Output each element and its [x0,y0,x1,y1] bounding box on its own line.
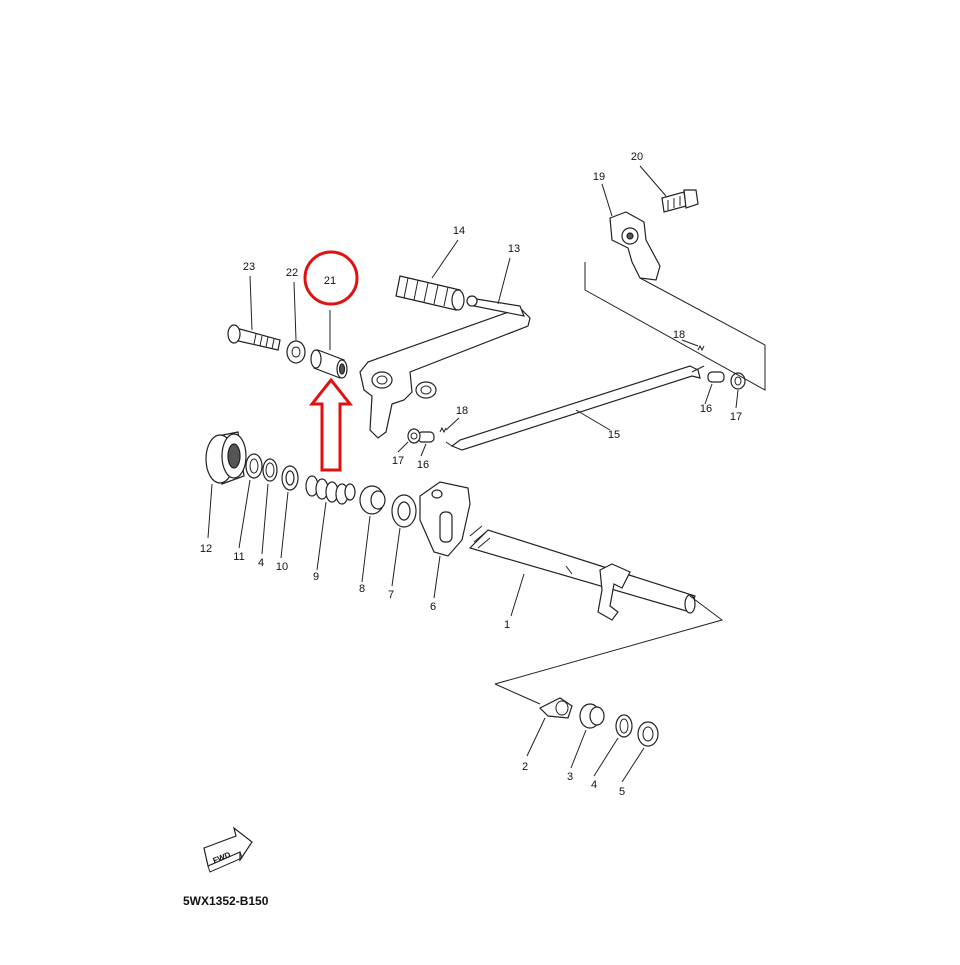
callout-8: 8 [359,583,365,595]
callout-11: 11 [233,551,244,563]
highlight-marker [303,250,359,472]
washer-17-left [407,428,421,444]
circlip-4-lower [615,714,633,738]
callout-20: 20 [631,151,643,163]
callout-23: 23 [243,261,255,273]
callout-22: 22 [286,267,298,279]
bolt-20 [661,189,699,213]
shift-pedal-13 [359,295,531,439]
callout-4-upper: 4 [258,557,264,569]
joint-16-right [707,371,725,383]
highlight-circle [303,250,359,306]
shift-arm-plate [419,481,471,557]
shift-shaft [468,525,696,621]
callout-4-lower: 4 [591,779,597,791]
footrest-rubber-14 [395,275,465,311]
callout-19: 19 [593,171,605,183]
callout-3: 3 [567,771,573,783]
clip-18-right [697,344,705,352]
leader-lines [207,165,739,783]
callout-10: 10 [276,561,288,573]
callout-18-left: 18 [456,405,468,417]
callout-13: 13 [508,243,520,255]
callout-18-right: 18 [673,329,685,341]
spring-9 [305,475,356,505]
collar-21 [310,349,348,379]
circlip-4-upper [262,458,278,482]
callout-17-right: 17 [730,411,742,423]
bolt-23 [227,324,281,351]
highlight-arrow [308,377,354,472]
clip-18-left [439,426,447,434]
bearing-12 [205,431,247,485]
callout-9: 9 [313,571,319,583]
inset-frame-lower [494,595,724,685]
shift-rod-15 [445,365,705,451]
callout-2: 2 [522,761,528,773]
washer-22 [286,340,306,364]
pin-2 [538,697,573,719]
catalog-code: 5WX1352-B150 [183,894,269,908]
callout-21: 21 [324,275,336,287]
callout-labels: 1 2 3 4 4 5 6 7 8 9 10 11 12 13 14 15 16… [200,151,742,798]
washer-5 [637,721,659,747]
callout-16-left: 16 [417,459,429,471]
callout-12: 12 [200,543,212,555]
callout-16-right: 16 [700,403,712,415]
callout-15: 15 [608,429,620,441]
callout-7: 7 [388,589,394,601]
callout-6: 6 [430,601,436,613]
inset-frame [584,262,766,391]
fwd-arrow-icon: FWD [203,826,253,873]
oil-seal-11 [245,453,263,479]
bracket-19 [609,211,661,281]
callout-1: 1 [504,619,510,631]
callout-5: 5 [619,786,625,798]
callout-14: 14 [453,225,465,237]
callout-17-left: 17 [392,455,404,467]
